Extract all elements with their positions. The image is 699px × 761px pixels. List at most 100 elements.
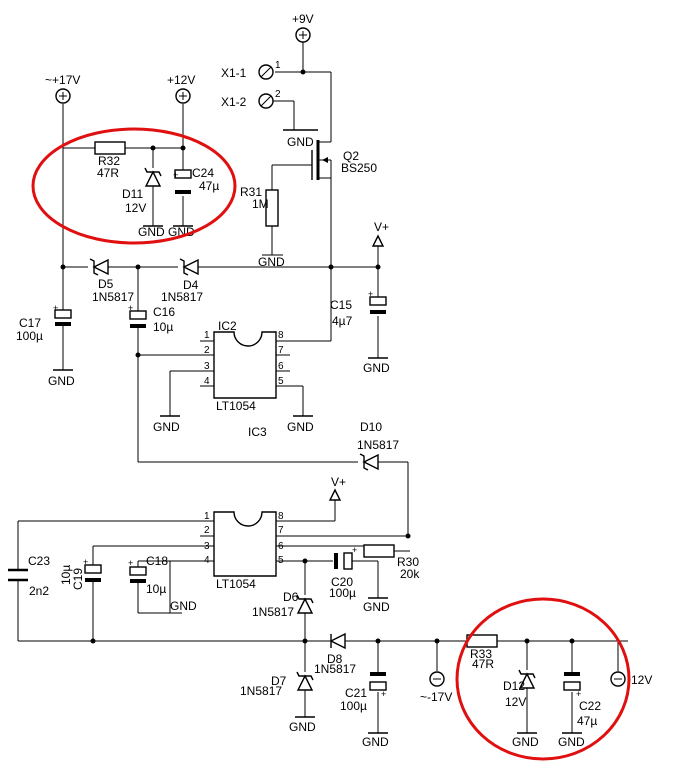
label-d6-ref: D6 [283,590,299,604]
label-d12-value: 12V [505,695,526,709]
capacitor-c21: + C21 100µ [340,672,387,713]
capacitor-c19: + C19 10µ [59,557,102,590]
ic3-pin-7: 7 [278,525,284,536]
diode-d12: D12 12V [503,669,536,709]
gnd-c15: GND [363,361,390,375]
label-c23-value: 2n2 [29,584,49,598]
resistor-r33: R33 47R [466,634,498,671]
highlight-ellipse-bottom [455,597,631,761]
label-d11-value: 12V [125,201,146,215]
label-c21-value: 100µ [340,699,367,713]
wires-bottom [17,500,628,733]
label-c23-ref: C23 [28,554,50,568]
resistor-r30: R30 20k [363,544,420,581]
label-p17: ~+17V [45,73,80,87]
label-m17: ~-17V [420,690,452,704]
label-c15-ref: C15 [330,298,352,312]
label-m12: -12V [627,673,652,687]
label-c18-plus: + [128,558,133,568]
label-x1-2: X1-2 [221,95,247,109]
ic-ic2: 1 2 3 4 5 6 7 8 IC2 LT1054 [200,319,290,413]
vplus-arrow-1: V+ [371,220,389,247]
label-ic3-ref: IC3 [248,425,267,439]
label-r33-ref: R33 [470,647,492,661]
label-x1-1: X1-1 [221,66,247,80]
label-vplus-2: V+ [331,475,346,489]
ic3-pin-4: 4 [204,555,210,566]
label-c19-plus: + [83,557,88,567]
label-ic3-value: LT1054 [216,577,256,591]
ic2-pin-8: 8 [278,330,284,341]
label-d5-ref: D5 [98,277,114,291]
gnd-ic2-pin3: GND [153,420,180,434]
gnd-x1: GND [287,135,314,149]
capacitor-c15: + C15 4µ7 [330,289,387,328]
label-d4-ref: D4 [183,278,199,292]
ic2-pin-1: 1 [204,330,210,341]
label-d10-ref: D10 [360,420,382,434]
wires-top [62,42,409,536]
label-d8-ref: D8 [327,652,343,666]
label-c20-ref: C20 [331,575,353,589]
label-ic2-value: LT1054 [216,399,256,413]
label-x1-pin2: 2 [275,89,281,100]
label-c15-value: 4µ7 [332,314,353,328]
ic2-pin-5: 5 [278,376,284,387]
capacitor-c22: + C22 47µ [563,672,601,728]
label-c22-plus: + [576,689,581,699]
terminal-p9: +9V [292,12,314,43]
diode-d4: D4 1N5817 [161,258,203,304]
label-r30-value: 20k [400,567,420,581]
gnd-d11: GND [138,225,165,239]
label-c18-value: 10µ [146,582,166,596]
gnd-ic2-pin5: GND [287,420,314,434]
connector-x1-1: X1-1 1 [221,60,281,80]
gnd-d7: GND [289,720,316,734]
label-c21-ref: C21 [345,686,367,700]
label-r32-value: 47R [97,166,119,180]
highlight-ellipse-top [31,127,237,245]
resistor-r31: R31 1M [240,185,279,227]
terminal-m12: -12V [610,671,652,687]
label-c21-plus: + [381,689,386,699]
ic3-pin-1: 1 [204,511,210,522]
terminal-p12: +12V [167,73,195,104]
label-d7-ref: D7 [271,674,287,688]
label-p12: +12V [167,73,195,87]
ic2-pin-6: 6 [278,361,284,372]
label-c24-ref: C24 [192,166,214,180]
diode-d5: D5 1N5817 [89,258,134,304]
label-d4-value: 1N5817 [161,290,203,304]
label-c16-value: 10µ [153,320,173,334]
label-d11-ref: D11 [122,187,143,201]
label-p9: +9V [292,12,314,26]
ic3-pin-5: 5 [278,555,284,566]
capacitor-c17: + C17 100µ [16,303,72,343]
label-c17-value: 100µ [16,329,43,343]
label-d6-value: 1N5817 [252,605,294,619]
ic3-pin-3: 3 [204,541,210,552]
diode-d7: D7 1N5817 [240,671,314,698]
capacitor-c16: + C16 10µ [128,303,175,334]
label-r33-value: 47R [472,657,494,671]
label-c18-ref: C18 [146,554,168,568]
label-r30-ref: R30 [397,555,419,569]
diode-d11: D11 12V [122,167,162,215]
label-c20-plus: + [352,545,357,555]
label-c24-plus: + [173,170,178,180]
label-d10-value: 1N5817 [357,438,399,452]
label-c19-ref: C19 [71,568,85,590]
diode-d10: D10 1N5817 [357,420,399,471]
gnd-c21: GND [362,735,389,749]
gnd-symbols: GND GND GND GND GND GND GND GND GND GND … [48,129,585,749]
transistor-q2: Q2 BS250 [311,140,377,180]
gnd-c22: GND [558,735,585,749]
vplus-arrow-2: V+ [328,475,346,501]
label-c22-value: 47µ [577,714,597,728]
label-d5-value: 1N5817 [92,290,134,304]
label-r32-ref: R32 [98,154,120,168]
label-d7-value: 1N5817 [240,684,282,698]
label-c19-value: 10µ [59,565,73,585]
label-x1-pin1: 1 [275,60,281,71]
